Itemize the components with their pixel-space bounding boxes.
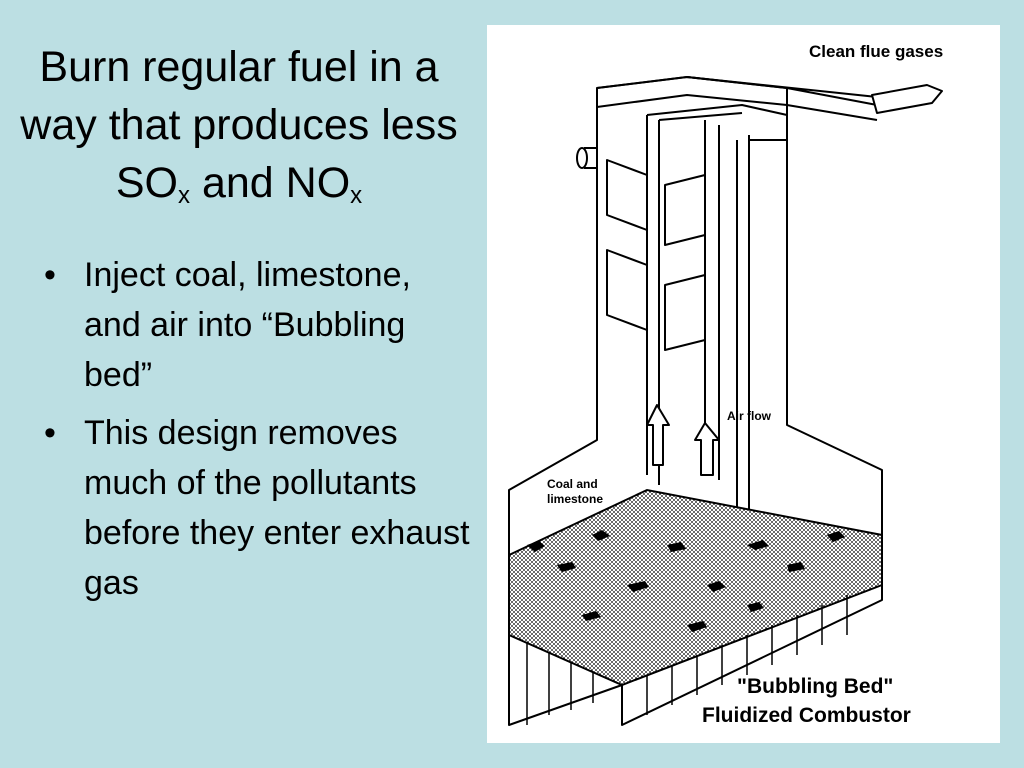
- column-top: [596, 76, 788, 108]
- bed-grid: [508, 584, 883, 725]
- combustor-drawing: Clean flue gases Air flow Coal and limes…: [508, 42, 943, 727]
- panel-upper-right: [664, 174, 706, 246]
- bullet-text: This design removes much of the pollutan…: [84, 414, 470, 602]
- caption-line2: Fluidized Combustor: [702, 704, 911, 727]
- flue-duct: [686, 76, 878, 121]
- combustor-diagram: Clean flue gases Air flow Coal and limes…: [487, 25, 1000, 743]
- flue-box: [646, 104, 788, 121]
- bullet-list: • Inject coal, limestone, and air into “B…: [44, 250, 474, 616]
- panel-lower-right: [664, 274, 706, 351]
- caption-line1: "Bubbling Bed": [737, 675, 893, 698]
- air-arrow-left: [646, 404, 670, 466]
- title-text: Burn regular fuel in a way that produces…: [20, 43, 458, 207]
- inner-tube-right: [736, 135, 787, 525]
- panel-upper-left: [606, 159, 648, 231]
- bullet-item: • This design removes much of the polluta…: [44, 408, 474, 608]
- bullet-dot: •: [44, 414, 56, 452]
- flue-arrow: [871, 84, 943, 114]
- bullet-dot: •: [44, 256, 56, 294]
- bullet-item: • Inject coal, limestone, and air into “B…: [44, 250, 474, 400]
- title-and-no: and NO: [190, 159, 351, 207]
- label-coal-line2: limestone: [547, 492, 603, 506]
- panel-lower-left: [606, 249, 648, 331]
- title-subscript-so: x: [178, 182, 190, 209]
- label-air-flow: Air flow: [727, 409, 772, 423]
- air-arrow-right: [694, 422, 720, 476]
- bullet-text: Inject coal, limestone, and air into “Bu…: [84, 256, 411, 394]
- label-coal-line1: Coal and: [547, 477, 598, 491]
- side-pipe: [584, 147, 597, 169]
- label-clean-flue-gases: Clean flue gases: [809, 42, 943, 61]
- slide-title: Burn regular fuel in a way that produces…: [0, 38, 478, 212]
- title-subscript-no: x: [350, 182, 363, 209]
